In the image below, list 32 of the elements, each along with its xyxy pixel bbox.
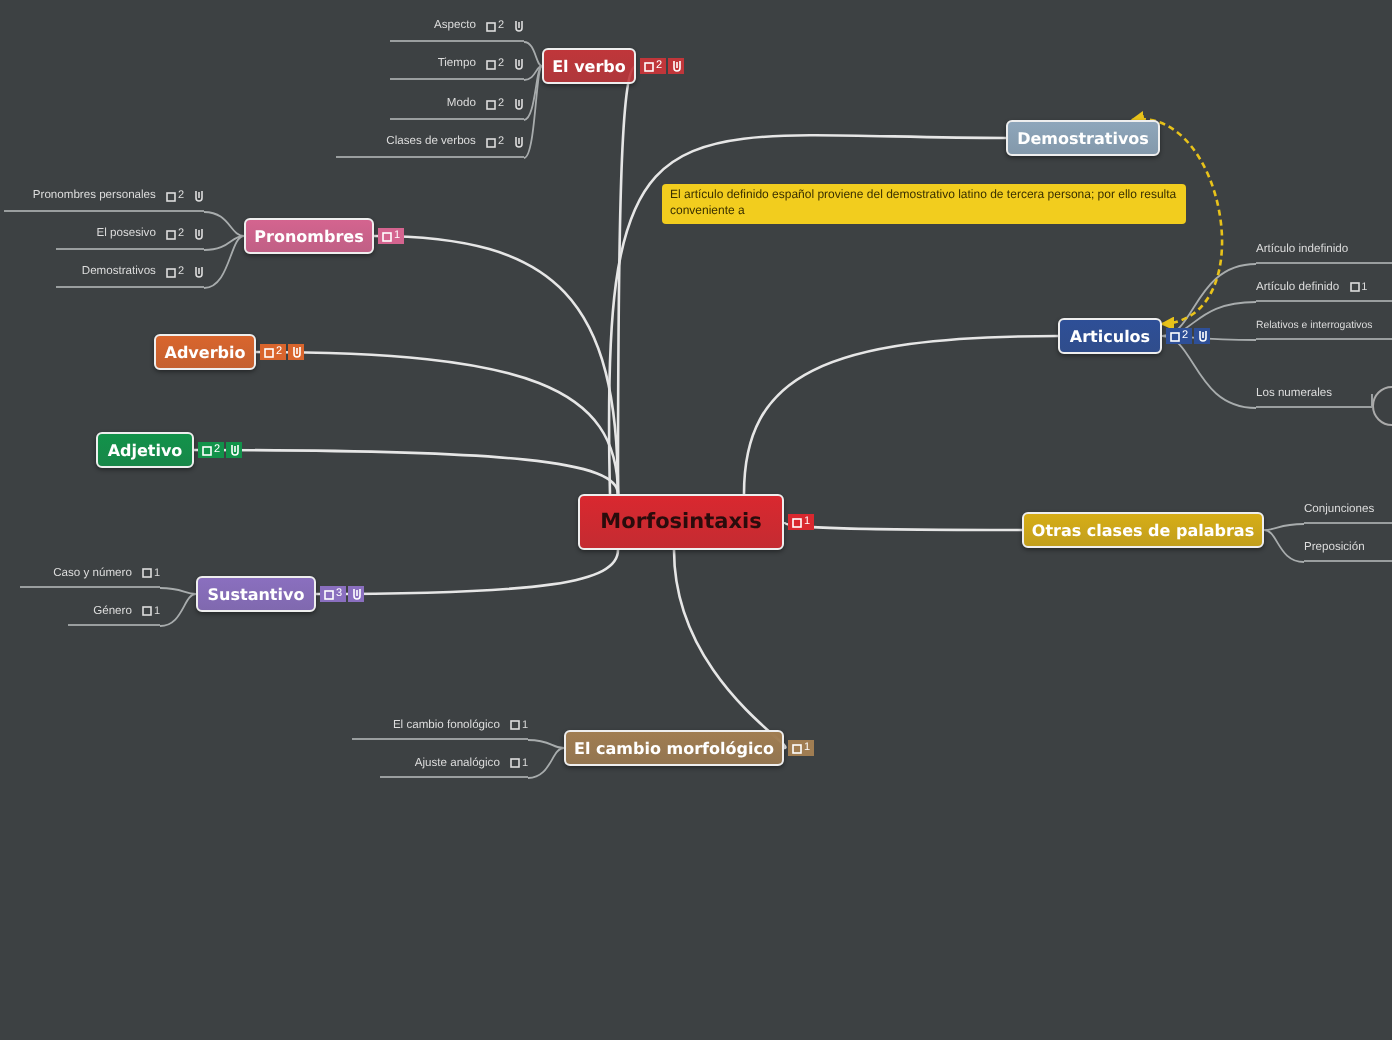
branch-line (316, 549, 620, 596)
topic-box: El cambio morfológico (564, 730, 784, 766)
branch-line (203, 235, 245, 251)
arrow (1130, 113, 1224, 329)
branch-line (1263, 523, 1305, 531)
topic-box: Demostrativos (1006, 120, 1160, 156)
branch-line (607, 134, 1006, 494)
topic-box: Articulos (1058, 318, 1162, 354)
topic-box: Sustantivo (196, 576, 316, 612)
branch-line (1161, 335, 1257, 409)
branch-line (256, 350, 620, 495)
topic-box: Adverbio (154, 334, 256, 370)
branch-line (203, 235, 245, 289)
branch-line (194, 448, 620, 495)
branch-line (523, 65, 543, 81)
branch-line (783, 520, 1022, 532)
branch-line (159, 587, 197, 595)
branch-line (159, 593, 197, 627)
topic-box: Adjetivo (96, 432, 194, 468)
branch-line (742, 334, 1058, 495)
branch-line (1371, 393, 1373, 407)
central-topic: Morfosintaxis (578, 494, 784, 550)
branch-line (203, 211, 245, 237)
branch-line (527, 739, 565, 749)
branch-line (523, 65, 543, 159)
branch-line (523, 41, 543, 67)
branch-line (1263, 529, 1305, 563)
topic-box: Otras clases de palabras (1022, 512, 1264, 548)
topic-box: El verbo (542, 48, 636, 84)
branch-line (523, 65, 543, 121)
topic-box: Pronombres (244, 218, 374, 254)
branch-line (527, 747, 565, 779)
